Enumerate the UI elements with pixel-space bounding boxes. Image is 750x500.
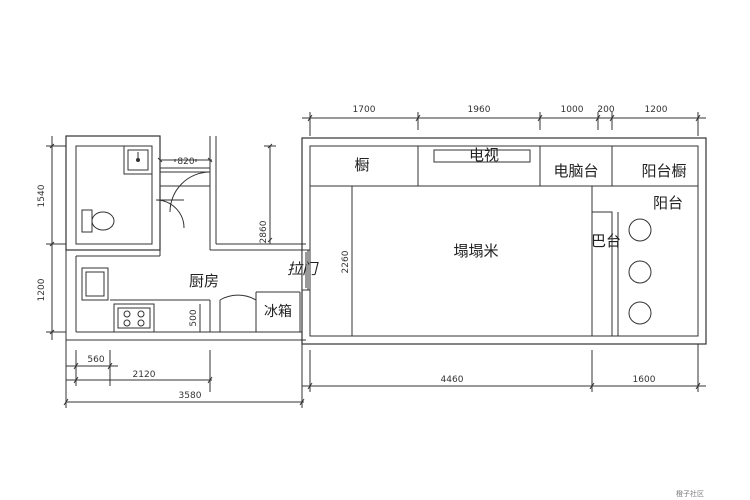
dim-door-820: 820 [177,157,194,167]
label-balcony-cabinet: 阳台橱 [641,162,686,180]
label-kitchen: 厨房 [189,272,219,290]
dim-room-2260: 2260 [341,250,351,273]
label-bar: 巴台 [591,232,621,250]
label-fridge: 冰箱 [264,304,292,320]
watermark: 橙子社区 [676,489,704,498]
dim-top-1700: 1700 [353,105,376,115]
kitchen-counter [110,299,211,332]
dim-bottom-1600: 1600 [633,375,656,385]
dim-top-1960: 1960 [468,105,491,115]
dim-bottom-3580: 3580 [179,391,202,401]
left-dimensions [46,136,66,340]
bathroom-door [155,199,185,229]
bar-counter [591,211,619,337]
dim-bottom-560: 560 [87,355,104,365]
dim-wall-2860: 2860 [259,220,269,243]
bar-stool-icons [628,218,652,325]
top-dimensions [302,112,706,136]
label-cabinet: 橱 [354,156,369,174]
dim-bottom-2120: 2120 [133,370,156,380]
bottom-dimensions [63,340,706,408]
label-sliding-door: 拉门 [287,260,319,278]
tatami-area [351,185,593,337]
dim-top-1200: 1200 [645,105,668,115]
label-computer-desk: 电脑台 [553,162,598,180]
corridor-wall [209,136,306,251]
dim-left-1200: 1200 [37,278,47,301]
dim-bottom-4460: 4460 [441,375,464,385]
label-tv: 电视 [469,146,499,164]
bathroom-walls [65,135,161,251]
kitchen-walls [65,250,306,341]
dim-top-1000: 1000 [561,105,584,115]
dim-left-1540: 1540 [37,184,47,207]
toilet-icon [81,209,115,233]
label-tatami: 塌塌米 [453,242,498,260]
dim-stove-500: 500 [189,309,199,326]
label-balcony: 阳台 [653,194,683,212]
dim-top-200: 200 [597,105,614,115]
basin-icon [123,145,153,175]
stove-icon [113,303,155,333]
sliding-door [301,249,310,291]
fridge-area [219,291,301,332]
kitchen-sink-icon [81,267,109,301]
